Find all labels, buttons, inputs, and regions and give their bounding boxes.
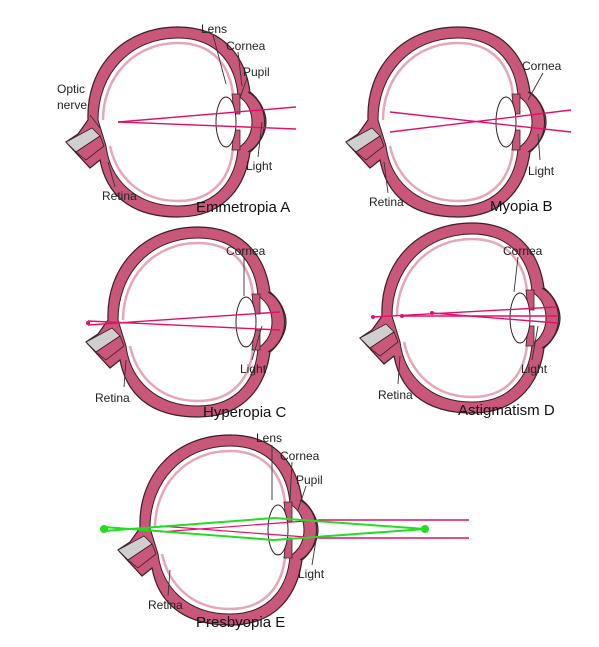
label-cornea: Cornea [226, 244, 266, 258]
label-cornea: Cornea [226, 39, 266, 53]
label-light: Light [246, 159, 273, 173]
leader-cornea [527, 72, 544, 101]
caption-myopia: Myopia B [490, 198, 553, 215]
light-ray-3 [431, 312, 558, 324]
eye-emmetropia [64, 25, 268, 219]
leader-retina [167, 569, 171, 597]
eye-myopia [344, 25, 548, 219]
leader-cornea [237, 51, 243, 87]
leader-light [257, 121, 263, 158]
light-ray-top-near [159, 519, 320, 533]
label-cornea: Cornea [522, 59, 562, 73]
panel-hyperopia: Cornea Light Retina Hyperopia C [84, 225, 288, 421]
green-ray-bottom-inner [103, 526, 275, 541]
label-lens: Lens [256, 431, 282, 445]
leader-light [537, 133, 541, 161]
leader-light [531, 325, 539, 361]
focal-point-3 [430, 311, 434, 315]
leader-retina [383, 161, 389, 194]
panel-myopia: Cornea Light Retina Myopia B [344, 25, 572, 219]
green-ray-top [273, 517, 426, 530]
leader-pupil [297, 485, 307, 511]
leader-cornea [289, 461, 293, 501]
label-retina: Retina [148, 598, 183, 612]
label-optic-nerve-line1: Optic [57, 82, 85, 96]
leader-pupil [239, 77, 248, 99]
panel-presbyopia: Lens Cornea Pupil Light Retina Presbyopi… [100, 431, 469, 631]
panel-emmetropia: Lens Cornea Pupil Optic nerve Light Reti… [57, 22, 297, 219]
light-ray-bottom-near [159, 525, 320, 539]
label-retina: Retina [102, 189, 137, 203]
leader-light [251, 325, 263, 361]
label-light: Light [521, 362, 548, 376]
caption-hyperopia: Hyperopia C [203, 404, 287, 421]
focal-point-1 [371, 315, 375, 319]
near-object-point [421, 525, 429, 533]
label-pupil: Pupil [243, 65, 270, 79]
label-optic-nerve-line2: nerve [57, 98, 87, 112]
caption-emmetropia: Emmetropia A [196, 199, 290, 216]
green-ray-bottom [273, 528, 426, 541]
label-light: Light [298, 567, 325, 581]
label-retina: Retina [378, 388, 413, 402]
label-light: Light [528, 164, 555, 178]
leader-retina [397, 355, 401, 385]
light-ray-bottom [87, 320, 281, 331]
label-cornea: Cornea [503, 244, 543, 258]
leader-retina [107, 161, 116, 188]
label-light: Light [240, 362, 267, 376]
panel-astigmatism: Cornea Light Retina Astigmatism D [358, 221, 562, 419]
label-lens: Lens [201, 22, 227, 36]
label-pupil: Pupil [296, 473, 323, 487]
label-cornea: Cornea [280, 449, 320, 463]
focal-point [86, 321, 90, 325]
leader-lens [212, 34, 227, 85]
leader-cornea [513, 256, 519, 293]
light-ray-bottom [389, 111, 572, 133]
caption-astigmatism: Astigmatism D [458, 402, 555, 419]
leader-optic-nerve [89, 114, 101, 129]
light-ray-top [389, 109, 572, 133]
focal-point-behind-retina [100, 525, 108, 533]
light-ray-bottom [117, 121, 297, 130]
light-ray-top [117, 106, 297, 123]
label-retina: Retina [95, 391, 130, 405]
focal-point-2 [400, 314, 404, 318]
leader-retina [123, 359, 127, 388]
leader-light [311, 539, 317, 566]
caption-presbyopia: Presbyopia E [196, 614, 285, 631]
label-retina: Retina [369, 195, 404, 209]
